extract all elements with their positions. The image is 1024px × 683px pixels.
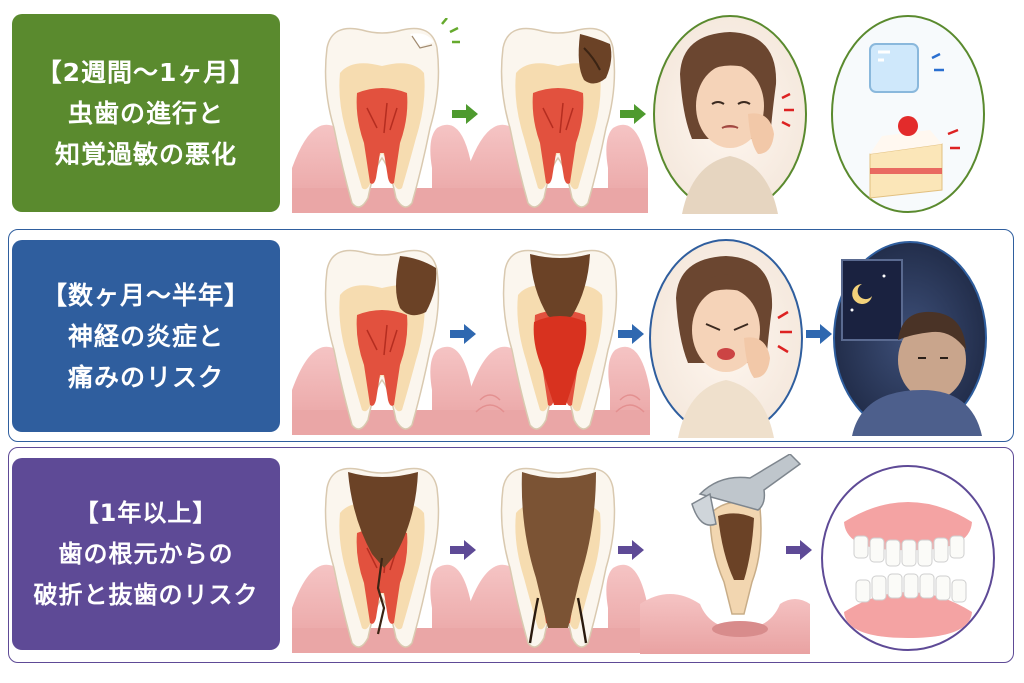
woman-sleepless-night-icon — [832, 240, 988, 436]
stage-1-title-line-1: 虫歯の進行と — [67, 98, 224, 128]
tooth-chipped-icon — [292, 18, 472, 213]
stage-3-arrow-2 — [618, 540, 644, 564]
stage-2-arrow-2 — [618, 324, 644, 348]
tooth-root-fracture-icon — [468, 458, 648, 653]
tooth-extraction-forceps-icon — [640, 454, 810, 654]
stage-2-title-line-1: 神経の炎症と — [67, 321, 224, 351]
tooth-decay-icon — [468, 18, 648, 213]
stage-2-arrow-3 — [806, 324, 832, 348]
woman-severe-pain-icon — [648, 238, 804, 438]
woman-sensitive-pain-icon — [652, 14, 808, 214]
stage-1-arrow-1 — [452, 104, 478, 128]
stage-3-period: 【1年以上】 — [74, 498, 218, 527]
stage-3-arrow-1 — [450, 540, 476, 564]
tooth-decay-icon-2 — [292, 240, 472, 435]
stage-2-period: 【数ヶ月〜半年】 — [41, 280, 250, 310]
stage-1-label: 【2週間〜1ヶ月】 虫歯の進行と 知覚過敏の悪化 — [12, 14, 280, 212]
stage-3-arrow-3 — [786, 540, 812, 564]
tooth-cracked-icon — [292, 458, 472, 653]
stage-3-label: 【1年以上】 歯の根元からの 破折と抜歯のリスク — [12, 458, 280, 650]
denture-icon — [820, 462, 996, 654]
tooth-nerve-inflamed-icon — [470, 240, 650, 435]
stage-1-period: 【2週間〜1ヶ月】 — [36, 57, 256, 87]
stage-1-title-line-2: 知覚過敏の悪化 — [54, 139, 237, 169]
ice-and-cake-icon — [830, 14, 986, 214]
stage-2-label: 【数ヶ月〜半年】 神経の炎症と 痛みのリスク — [12, 240, 280, 432]
stage-1-arrow-2 — [620, 104, 646, 128]
stage-3-title-line-1: 歯の根元からの — [58, 539, 234, 568]
stage-3-title-line-2: 破折と抜歯のリスク — [33, 580, 259, 609]
stage-2-arrow-1 — [450, 324, 476, 348]
stage-2-title-line-2: 痛みのリスク — [67, 362, 224, 392]
